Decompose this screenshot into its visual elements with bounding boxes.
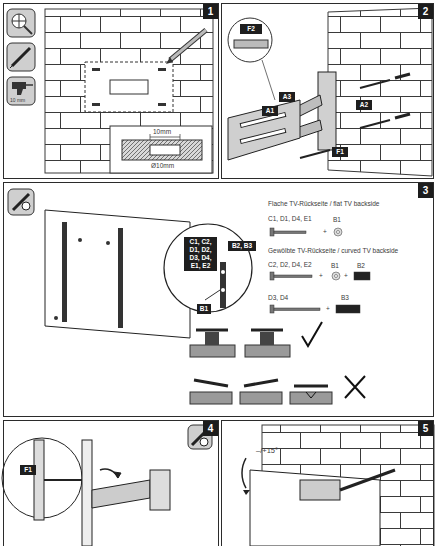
brick-wall — [328, 8, 432, 176]
part-code: B1 — [199, 305, 209, 313]
part-code: A3 — [281, 93, 293, 101]
part-label: + — [323, 228, 327, 236]
step-panel: 2F2A1 A3A2F1 — [221, 3, 434, 179]
part-callout: B1 — [197, 304, 211, 314]
step-number: 3 — [418, 183, 433, 198]
brick-wall — [45, 9, 213, 173]
part-callout: A3 — [279, 92, 295, 102]
part-code: A1 — [264, 107, 276, 115]
drill-template — [85, 62, 173, 112]
part-label: Ø10mm — [151, 162, 174, 170]
step-panel: 5 — [221, 420, 434, 546]
step-number: 5 — [418, 421, 433, 436]
step-number: 2 — [418, 4, 433, 19]
correct-mounting — [190, 322, 322, 357]
part-callout: F1 — [20, 465, 36, 475]
part-callout: A2 — [356, 100, 372, 110]
part-label: B3 — [341, 294, 349, 302]
part-label: –/+15° — [256, 446, 278, 455]
hole-inset — [110, 126, 212, 173]
part-label: C2, D2, D4, E2 — [268, 261, 312, 269]
tv-tilt — [242, 458, 395, 546]
part-code: B2, B3 — [230, 242, 254, 250]
part-label: + — [319, 272, 323, 280]
part-code: F1 — [334, 148, 346, 156]
part-label: Flache TV-Rückseite / flat TV backside — [268, 200, 433, 208]
part-label: 10 mm — [10, 97, 25, 104]
part-label: C1, D1, D4, E1 — [268, 215, 312, 223]
zoom-circle — [228, 18, 275, 100]
step-number: 1 — [203, 4, 218, 19]
step-number: 4 — [203, 421, 218, 436]
arm-detail — [34, 440, 170, 546]
part-code: F1 — [22, 466, 34, 474]
part-label: + — [344, 272, 348, 280]
part-code: C1, C2, D1, D2, D3, D4, E1, E2 — [186, 238, 215, 270]
wall-mount — [228, 72, 336, 160]
part-callout: C1, C2, D1, D2, D3, D4, E1, E2 — [184, 237, 217, 271]
part-code: A2 — [358, 101, 370, 109]
part-label: Gewölbte TV-Rückseite / curved TV backsi… — [268, 247, 433, 255]
part-callout: F1 — [332, 147, 348, 157]
step-panel: 3C1, C2, D1, D2, D3, D4, E1, E2 B2, B3 B1 — [3, 182, 434, 417]
part-label: + — [326, 305, 330, 313]
wrong-mounting — [190, 376, 365, 404]
screwdriver-icon — [8, 189, 34, 215]
screws-anchors — [300, 74, 410, 158]
part-label: D3, D4 — [268, 294, 288, 302]
part-label: B1 — [331, 262, 339, 270]
tool-icons — [7, 9, 35, 105]
part-callout: B2, B3 — [228, 241, 256, 251]
step-panel: 4F1 — [3, 420, 219, 546]
part-label: B2 — [357, 262, 365, 270]
step-panel: 1 — [3, 3, 219, 179]
part-callout: F2 — [240, 24, 262, 34]
zoom-circle — [164, 224, 252, 312]
part-code: F2 — [242, 25, 260, 33]
pencil — [166, 30, 206, 64]
part-label: 10mm — [153, 128, 171, 136]
part-label: B1 — [333, 216, 341, 224]
part-callout: A1 — [262, 106, 278, 116]
